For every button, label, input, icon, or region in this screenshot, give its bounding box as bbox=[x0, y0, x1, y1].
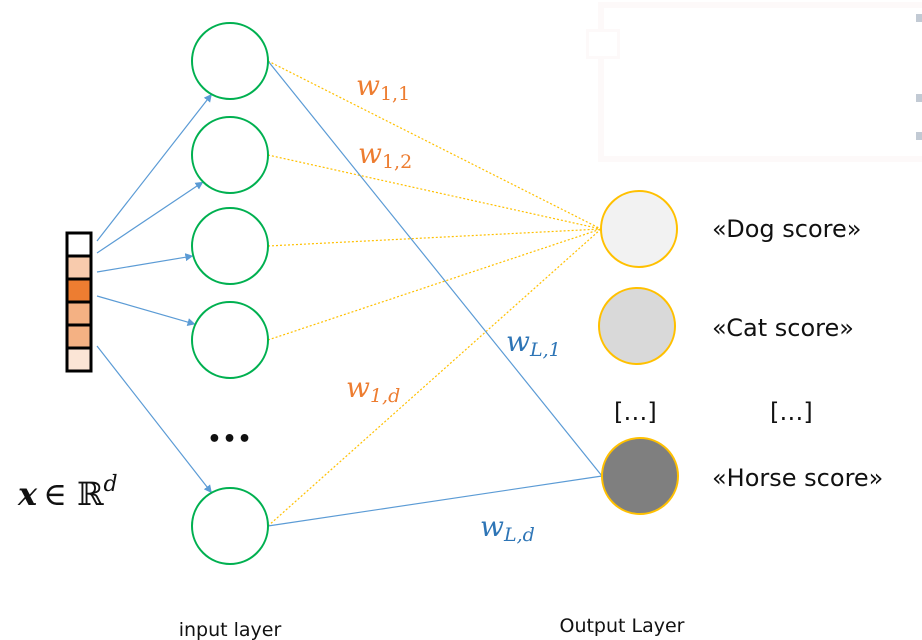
horse-score-label: «Horse score» bbox=[712, 464, 883, 492]
input-vector-cell bbox=[65, 254, 93, 281]
dog-connections bbox=[267, 60, 602, 527]
dog-connection bbox=[267, 154, 602, 230]
input-vector bbox=[65, 231, 93, 373]
input-arrow bbox=[96, 253, 194, 273]
input-neuron bbox=[191, 116, 269, 194]
superscript-d: d bbox=[104, 472, 118, 497]
output-ellipsis-right: […] bbox=[770, 398, 813, 426]
output-neurons bbox=[598, 190, 679, 515]
weight-wL1: wL,1 bbox=[506, 325, 561, 361]
weight-wLd: wL,d bbox=[480, 510, 535, 546]
input-vector-label: x∈ ℝd bbox=[17, 472, 118, 513]
dog-connection bbox=[267, 60, 602, 230]
input-vector-cell bbox=[65, 300, 93, 327]
output-neuron bbox=[598, 287, 676, 365]
input-ellipsis: ••• bbox=[207, 427, 252, 452]
horse-connections bbox=[267, 60, 603, 527]
input-vector-cell bbox=[65, 277, 93, 304]
horse-connection bbox=[267, 475, 603, 527]
horse-connection bbox=[267, 60, 603, 477]
faded-panel-tab bbox=[586, 29, 620, 59]
input-layer-caption: input layer bbox=[179, 619, 282, 640]
dog-connection bbox=[267, 228, 602, 527]
input-neuron bbox=[191, 207, 269, 285]
input-vector-cell bbox=[65, 346, 93, 373]
weight-w12: w1,2 bbox=[358, 137, 412, 173]
output-neuron bbox=[601, 437, 679, 515]
faded-panel-frame bbox=[598, 2, 922, 162]
edge-fragment bbox=[916, 14, 922, 22]
input-neuron bbox=[191, 487, 269, 565]
dog-connection bbox=[267, 228, 602, 247]
output-layer-caption: Output Layer bbox=[559, 615, 684, 637]
output-ellipsis-left: […] bbox=[614, 398, 657, 426]
input-arrow bbox=[96, 93, 212, 242]
input-vector-cell bbox=[65, 323, 93, 350]
input-arrows bbox=[96, 93, 212, 494]
edge-fragment bbox=[916, 132, 922, 140]
input-neuron bbox=[191, 22, 269, 100]
input-arrow bbox=[96, 345, 212, 494]
cat-score-label: «Cat score» bbox=[712, 314, 854, 342]
weight-w11: w1,1 bbox=[356, 69, 410, 105]
output-neuron bbox=[600, 190, 678, 268]
dog-score-label: «Dog score» bbox=[712, 215, 861, 243]
dog-connection bbox=[267, 228, 602, 341]
input-vector-cell bbox=[65, 231, 93, 258]
edge-fragment bbox=[916, 94, 922, 102]
weight-w1d: w1,d bbox=[346, 371, 400, 407]
input-arrow bbox=[96, 295, 196, 326]
input-neurons bbox=[191, 22, 269, 565]
input-arrow bbox=[96, 181, 204, 254]
input-neuron bbox=[191, 301, 269, 379]
